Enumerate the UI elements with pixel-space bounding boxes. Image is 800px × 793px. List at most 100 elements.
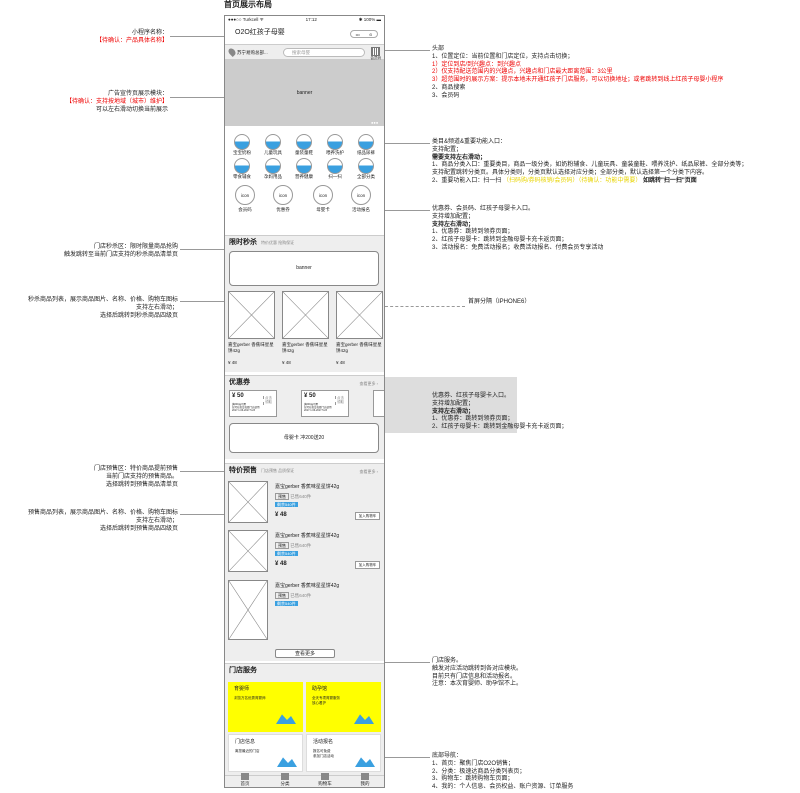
search-input[interactable]: 搜索母婴 xyxy=(283,48,365,57)
category-icon xyxy=(358,134,374,150)
add-to-cart-button[interactable]: 加入购物车 xyxy=(355,512,380,520)
category-icon xyxy=(234,158,250,174)
store-title: 门店服务 xyxy=(229,667,257,674)
tab-home[interactable]: 首页 xyxy=(225,773,265,787)
product-image[interactable] xyxy=(228,530,268,572)
flash-sale-title[interactable]: 限时秒杀特价优惠 抢购保证 xyxy=(229,239,295,246)
category-icon xyxy=(265,134,281,150)
category-icon xyxy=(296,134,312,150)
search-row: 苏宁易购总部... 搜索母婴 会员码 xyxy=(225,44,384,60)
product-name: 嘉宝gerber 香蕉味星星饼42g xyxy=(275,484,340,490)
annotation-icons: 优惠券、会员码、红孩子母婴卡入口。支持增加配置；支持左右滑动； 1、优惠券：跳转… xyxy=(432,206,604,251)
tab-bar: 首页 分类 购物车 我的 xyxy=(225,773,384,787)
store-card-info[interactable]: 门店信息 离您最近的门店 xyxy=(228,734,303,772)
category-icon xyxy=(281,773,289,781)
category-icon xyxy=(296,158,312,174)
image-icon xyxy=(355,757,375,767)
annotation-flash: 门店秒杀区：限时限量商品抢购触发跳转至当前门店支持的秒杀商品清单页 xyxy=(63,244,178,258)
product-name: 嘉宝gerber 香蕉味星星饼42g xyxy=(282,342,328,353)
claim-button[interactable]: 点击领取 xyxy=(263,396,275,405)
coupon-more-link[interactable]: 查看更多 › xyxy=(359,381,378,386)
add-to-cart-button[interactable]: 加入购物车 xyxy=(355,561,380,569)
banner-dots: ●●● xyxy=(371,120,379,125)
location-pin-icon[interactable] xyxy=(227,47,237,57)
image-icon xyxy=(277,757,297,767)
category-item[interactable]: 孕妈用品 xyxy=(260,158,286,180)
close-icon[interactable]: ⊙ xyxy=(369,31,373,37)
presale-tag: 预售 xyxy=(275,592,289,600)
more-icon[interactable]: ••• xyxy=(355,31,360,37)
flash-sale-section: 限时秒杀特价优惠 抢购保证 banner 嘉宝gerber 香蕉味星星饼42g … xyxy=(225,235,384,372)
category-item[interactable]: 营养健康 xyxy=(291,158,317,180)
presale-tag: 预售 xyxy=(275,493,289,501)
image-icon xyxy=(276,714,296,724)
annotation-store: 门店服务。触发对应活动跳转到各对应模块。目前只有门店信息和活动报名。注意：本次育… xyxy=(432,658,523,688)
baby-card-banner[interactable]: 母婴卡 冲200送20 xyxy=(229,423,379,453)
product-image[interactable] xyxy=(282,291,329,339)
status-bar: ●●●○○ Turkcell ᯤ 17:12 ✱ 100% ▬ xyxy=(225,16,384,25)
category-item[interactable]: 纸品尿裤 xyxy=(353,134,379,156)
product-name: 嘉宝gerber 香蕉味星星饼42g xyxy=(336,342,382,353)
product-price: ¥ 48 xyxy=(228,360,237,365)
category-icon xyxy=(327,134,343,150)
store-service-section: 门店服务 育婴师 浏览万名优秀育婴师 助孕馆 全天专项育婴服务放心看护 门店信息… xyxy=(225,663,384,775)
annotation-banner: 广告宣传页展示模块：【待确认：支持按地域（城市）维护】可以左右滑动切换当前展示 xyxy=(65,91,168,113)
scan-icon xyxy=(327,158,343,174)
category-item[interactable]: 喂养洗护 xyxy=(322,134,348,156)
page-title: 首页展示布局 xyxy=(224,0,272,9)
annotation-presale: 门店预售区：特价商品提前预售当前门店支持的预售商品。选择跳转到预售商品清单页 xyxy=(93,466,178,488)
time: 17:12 xyxy=(305,17,317,22)
product-price: ¥ 48 xyxy=(275,512,287,518)
coupon-card-partial[interactable] xyxy=(373,390,384,417)
category-item[interactable]: 宝宝奶粉 xyxy=(229,134,255,156)
product-name: 嘉宝gerber 香蕉味星星饼42g xyxy=(228,342,274,353)
annotation-tabbar: 底部导航：1、首页：聚焦门店O2O销售；2、分类：极速达商品分类列表页；3、购物… xyxy=(432,753,574,791)
category-item[interactable]: 零食辅食 xyxy=(229,158,255,180)
app-title: O2O红孩子母婴 xyxy=(235,29,285,36)
claim-button[interactable]: 点击领取 xyxy=(335,396,347,405)
category-icon xyxy=(234,134,250,150)
product-image[interactable] xyxy=(228,481,268,523)
category-item[interactable]: 儿童玩具 xyxy=(260,134,286,156)
tab-mine[interactable]: 我的 xyxy=(345,773,384,787)
stock-badge: 剩余540件 xyxy=(275,502,298,508)
store-card-fertility[interactable]: 助孕馆 全天专项育婴服务放心看护 xyxy=(306,682,381,732)
category-item[interactable]: 全部分类 xyxy=(353,158,379,180)
load-more-button[interactable]: 查看更多 xyxy=(275,649,335,658)
store-card-activity[interactable]: 活动报名 报名可免费参加门店活动 xyxy=(306,734,381,772)
product-price: ¥ 48 xyxy=(336,360,345,365)
annotation-presale-list: 预售商品列表，展示商品图片、名称、价格、购物车图标支持左右滑动；选择后跳转到预售… xyxy=(27,510,178,532)
capsule-menu[interactable]: ••• ⊙ xyxy=(350,30,378,38)
category-item[interactable]: 扫一扫 xyxy=(322,158,348,180)
product-image[interactable] xyxy=(336,291,383,339)
product-image[interactable] xyxy=(228,291,275,339)
flash-banner[interactable]: banner xyxy=(229,251,379,286)
annotation-categories: 类目&频道&重要功能入口：支持配置；需要支持左右滑动； 1、商品分类入口：重要类… xyxy=(432,139,748,184)
qr-code-icon[interactable] xyxy=(371,47,380,56)
presale-section: 特价预售门店预售 品质保证 查看更多 › 嘉宝gerber 香蕉味星星饼42g … xyxy=(225,463,384,661)
tab-cart[interactable]: 购物车 xyxy=(305,773,345,787)
store-card-nanny[interactable]: 育婴师 浏览万名优秀育婴师 xyxy=(228,682,303,732)
product-image[interactable] xyxy=(228,580,268,640)
annotation-coupon: 优惠券、红孩子母婴卡入口。支持增加配置；支持左右滑动； 1、优惠券：跳转到领券页… xyxy=(432,393,568,431)
product-name: 嘉宝gerber 香蕉味星星饼42g xyxy=(275,583,340,589)
tab-category[interactable]: 分类 xyxy=(265,773,305,787)
cart-icon xyxy=(321,773,329,781)
presale-tag: 预售 xyxy=(275,542,289,550)
presale-more-link[interactable]: 查看更多 › xyxy=(359,469,378,474)
home-icon xyxy=(241,773,249,781)
annotation-flash-list: 秒杀商品列表，展示商品图片、名称、价格、购物车图标支持左右滑动；选择后跳转到秒杀… xyxy=(27,297,178,319)
carrier: ●●●○○ Turkcell ᯤ xyxy=(228,17,264,22)
stock-badge: 剩余540件 xyxy=(275,601,298,607)
banner[interactable]: banner xyxy=(225,60,384,126)
location-text[interactable]: 苏宁易购总部... xyxy=(237,50,268,55)
category-item[interactable]: 童装童鞋 xyxy=(291,134,317,156)
phone-mockup: ●●●○○ Turkcell ᯤ 17:12 ✱ 100% ▬ O2O红孩子母婴… xyxy=(224,15,385,788)
